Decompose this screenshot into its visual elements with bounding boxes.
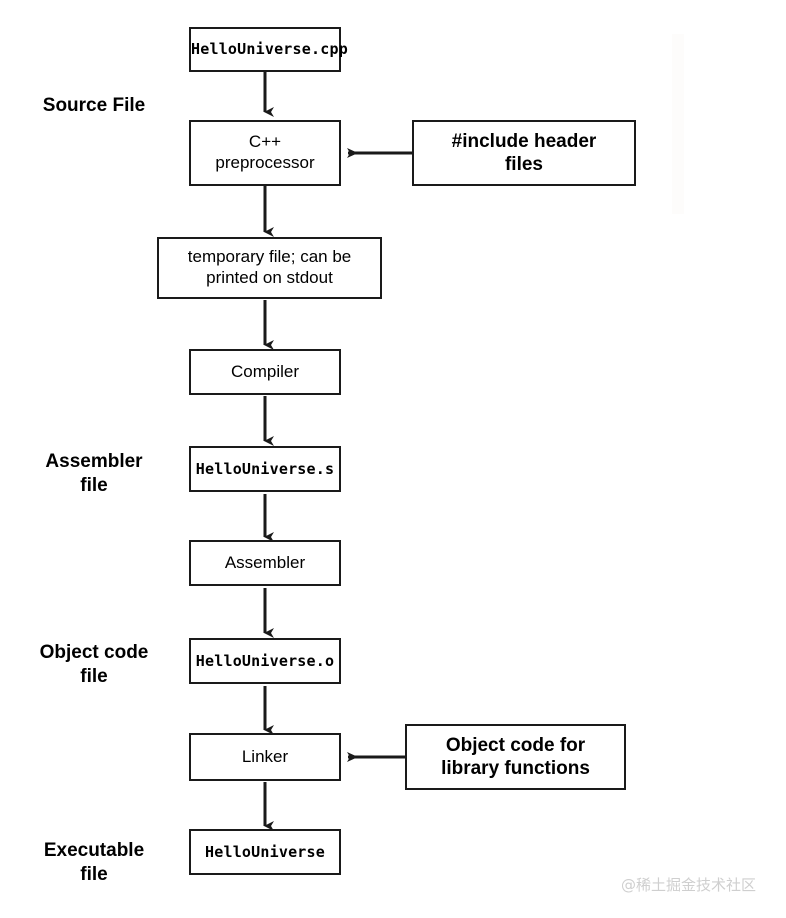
node-assembler[interactable]: Assembler [189,540,341,586]
stage-label-assembler-file: Assembler file [45,451,143,496]
stage-label-source-file: Source File [42,95,146,116]
stage-label-executable-file: Executable file [43,840,145,885]
node-hellouniverse-s[interactable]: HelloUniverse.s [189,446,341,492]
node-hellouniverse-cpp-label: HelloUniverse.cpp [191,40,348,59]
node-cpp-preprocessor-label: C++ preprocessor [215,132,315,172]
node-linker-label: Linker [241,746,289,766]
node-include-header-files-label: #include header files [451,130,597,175]
background-artifact [672,34,684,214]
node-compiler[interactable]: Compiler [189,349,341,395]
node-hellouniverse-o[interactable]: HelloUniverse.o [189,638,341,684]
node-hellouniverse-cpp[interactable]: HelloUniverse.cpp [189,27,348,72]
node-compiler-label: Compiler [230,361,300,381]
node-include-header-files[interactable]: #include header files [412,120,636,186]
node-cpp-preprocessor[interactable]: C++ preprocessor [189,120,341,186]
stage-label-object-code-file: Object code file [39,642,149,687]
node-linker[interactable]: Linker [189,733,341,781]
watermark: @稀土掘金技术社区 [621,876,757,894]
node-object-code-library[interactable]: Object code for library functions [405,724,626,790]
node-object-code-library-label: Object code for library functions [441,734,590,779]
node-hellouniverse-exe[interactable]: HelloUniverse [189,829,341,875]
node-temporary-file[interactable]: temporary file; can be printed on stdout [157,237,382,299]
node-temporary-file-label: temporary file; can be printed on stdout [187,247,352,287]
node-hellouniverse-exe-label: HelloUniverse [205,842,325,861]
node-hellouniverse-o-label: HelloUniverse.o [195,651,335,670]
node-hellouniverse-s-label: HelloUniverse.s [195,459,335,478]
node-assembler-label: Assembler [224,552,306,572]
